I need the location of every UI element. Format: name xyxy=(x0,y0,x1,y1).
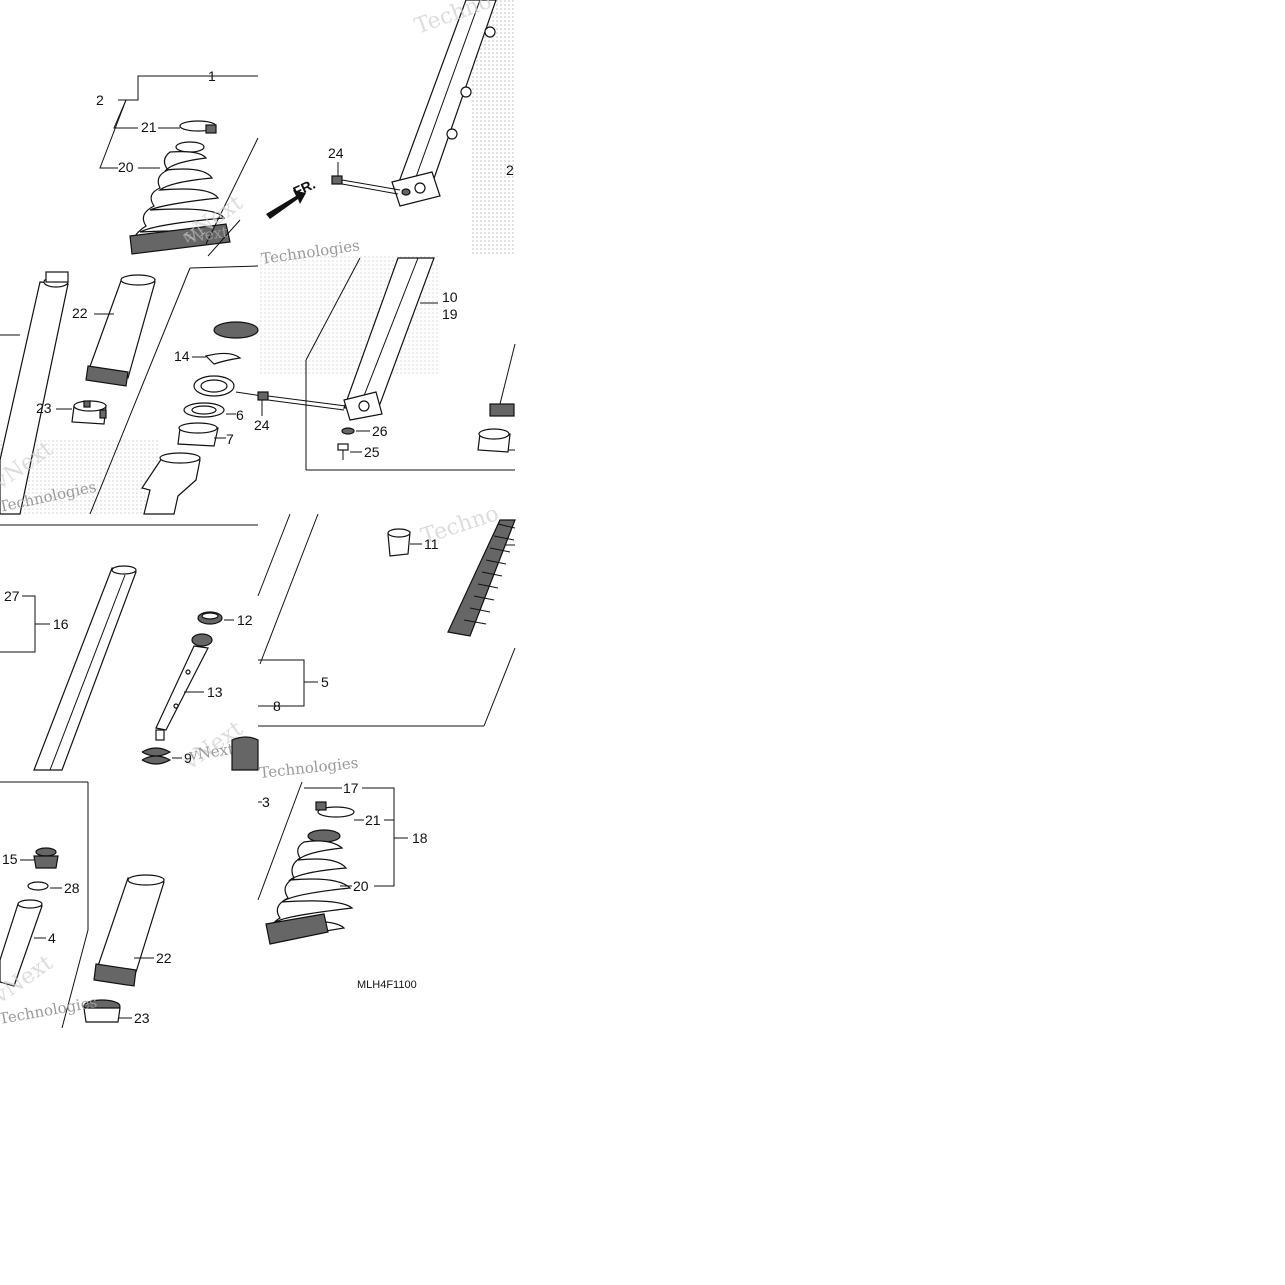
callout: 22 xyxy=(72,305,88,321)
guide-23 xyxy=(71,400,107,425)
tile-mid-left: vNext Technologies 22 14 23 6 7 xyxy=(0,265,263,516)
callout: 21 xyxy=(365,812,381,828)
callout: 25 xyxy=(364,444,380,460)
callout: 19 xyxy=(442,306,458,322)
front-arrow-icon xyxy=(266,190,306,219)
tile-bottom-left: vNext Technologies 15 28 4 22 23 xyxy=(0,781,172,1029)
callout: 10 xyxy=(442,289,458,305)
watermark: Technologies xyxy=(259,754,360,782)
callout: 21 xyxy=(141,119,157,135)
diagram-code: MLH4F1100 xyxy=(357,979,417,991)
fork-cap-15 xyxy=(33,847,59,869)
tile-lower-left: vNext vNext 27 16 12 13 9 xyxy=(0,524,258,775)
callout: 23 xyxy=(134,1010,150,1026)
callout: 20 xyxy=(353,878,369,894)
callout: 6 xyxy=(236,407,244,423)
tile-bottom-right: Technologies 3 17 21 18 20 MLH4F1100 xyxy=(257,754,428,991)
callout: 28 xyxy=(64,880,80,896)
callout: 16 xyxy=(53,616,69,632)
callout: 26 xyxy=(372,423,388,439)
callout: 24 xyxy=(254,417,270,433)
tile-top-left: FR. vNext vNext 1 2 21 20 xyxy=(96,68,318,257)
fork-spring xyxy=(447,519,516,637)
callout: 8 xyxy=(273,698,281,714)
callout: 20 xyxy=(118,159,134,175)
guide-23b xyxy=(83,999,121,1023)
callout: 18 xyxy=(412,830,428,846)
callout: 14 xyxy=(174,348,190,364)
dust-boot-20 xyxy=(129,141,231,255)
callout: 24 xyxy=(328,145,344,161)
callout: 17 xyxy=(343,780,359,796)
callout: 5 xyxy=(321,674,329,690)
dust-boot-20b xyxy=(265,829,354,945)
callout: 27 xyxy=(4,588,20,604)
callout: 13 xyxy=(207,684,223,700)
callout: 1 xyxy=(208,68,216,84)
slide-bushing-22 xyxy=(85,274,156,387)
callout: 4 xyxy=(48,930,56,946)
callout: 22 xyxy=(156,950,172,966)
callout: 2 xyxy=(506,162,514,178)
direction-label: FR. xyxy=(291,176,318,200)
slide-bushing-22b xyxy=(93,874,165,987)
oil-seal xyxy=(213,321,259,339)
tile-lower-right: Techno 11 5 8 xyxy=(231,501,516,771)
callout: 15 xyxy=(2,851,18,867)
callout: 23 xyxy=(36,400,52,416)
callout: 2 xyxy=(96,92,104,108)
tile-top-right: Techno 24 2 xyxy=(258,0,515,376)
callout: 12 xyxy=(237,612,253,628)
callout: 3 xyxy=(262,794,270,810)
callout: 9 xyxy=(184,750,192,766)
callout: 7 xyxy=(226,431,234,447)
callout: 11 xyxy=(424,536,439,552)
